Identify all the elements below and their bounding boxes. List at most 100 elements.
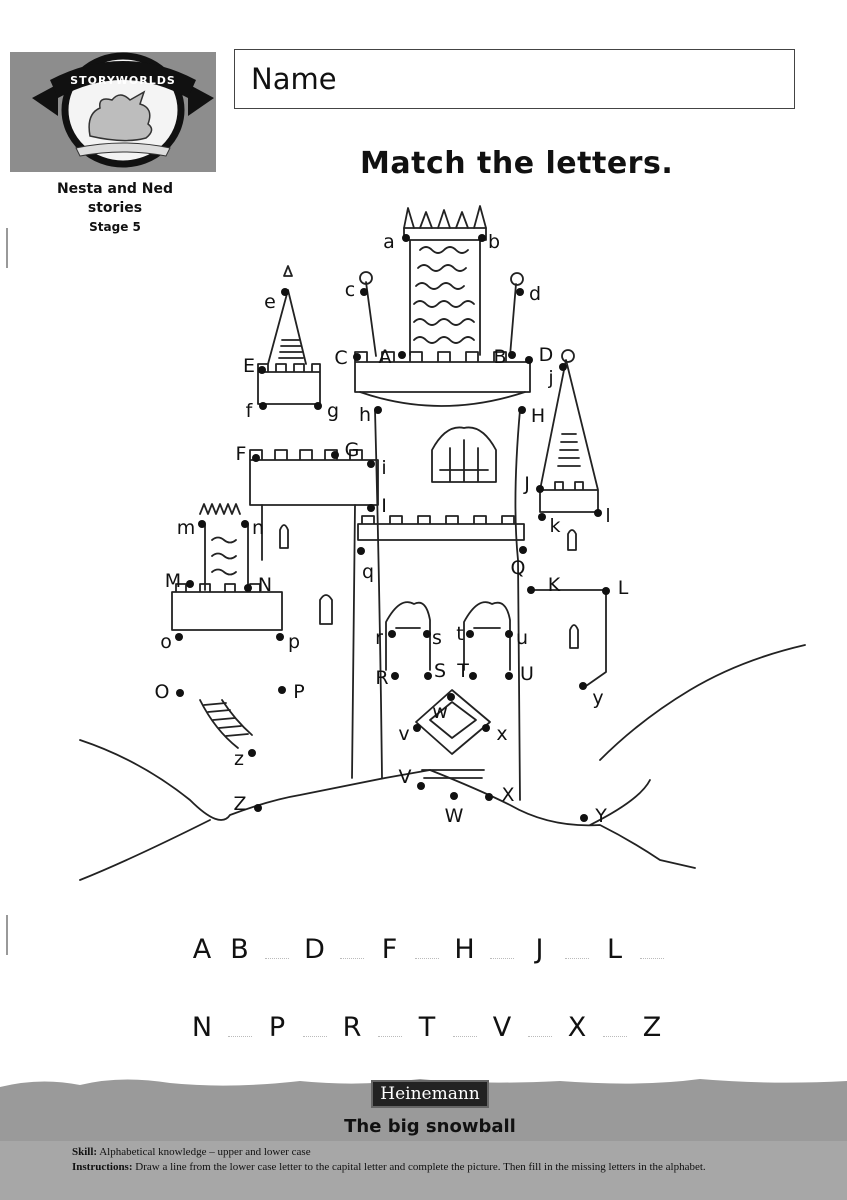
alphabet-blank[interactable] <box>527 1036 552 1037</box>
dot-c[interactable] <box>360 288 368 296</box>
dot-T[interactable] <box>469 672 477 680</box>
dot-label-F: F <box>236 443 247 465</box>
dot-k[interactable] <box>538 513 546 521</box>
dot-N[interactable] <box>244 584 252 592</box>
dot-h[interactable] <box>374 406 382 414</box>
dot-V[interactable] <box>417 782 425 790</box>
dot-label-G: G <box>345 439 360 461</box>
dragon-icon <box>88 90 153 142</box>
alphabet-blank[interactable] <box>265 958 289 959</box>
dot-q[interactable] <box>357 547 365 555</box>
skill-text: Skill: Alphabetical knowledge – upper an… <box>72 1146 311 1158</box>
dot-f[interactable] <box>259 402 267 410</box>
dot-label-r: r <box>375 627 383 649</box>
dot-label-B: B <box>493 346 506 368</box>
dot-D[interactable] <box>525 356 533 364</box>
dot-label-d: d <box>529 283 541 305</box>
alphabet-blank[interactable] <box>490 958 514 959</box>
dot-u[interactable] <box>505 630 513 638</box>
left-tower-body <box>261 504 356 779</box>
dot-n[interactable] <box>241 520 249 528</box>
dot-b[interactable] <box>478 234 486 242</box>
roof-wave <box>359 391 526 407</box>
dot-R[interactable] <box>391 672 399 680</box>
dot-o[interactable] <box>175 633 183 641</box>
dot-S[interactable] <box>424 672 432 680</box>
alphabet-blank[interactable] <box>452 1036 477 1037</box>
dot-p[interactable] <box>276 633 284 641</box>
dot-F[interactable] <box>252 454 260 462</box>
dot-l[interactable] <box>594 509 602 517</box>
edge-mark-bottom <box>6 915 8 955</box>
dot-x[interactable] <box>482 724 490 732</box>
dot-I[interactable] <box>367 504 375 512</box>
alphabet-blank[interactable] <box>415 958 439 959</box>
arched-doors <box>385 601 511 671</box>
alphabet-blank[interactable] <box>565 958 589 959</box>
main-tower-top <box>354 351 531 393</box>
logo-text: STORYWORLDS <box>70 74 176 87</box>
edge-mark-top <box>6 228 8 268</box>
dot-J[interactable] <box>536 485 544 493</box>
dot-j[interactable] <box>559 363 567 371</box>
dot-W[interactable] <box>450 792 458 800</box>
dot-L[interactable] <box>602 587 610 595</box>
alphabet-blank[interactable] <box>340 958 364 959</box>
dot-label-A: A <box>379 346 392 368</box>
dot-Q[interactable] <box>519 546 527 554</box>
alphabet-blank[interactable] <box>377 1036 402 1037</box>
alphabet-blank[interactable] <box>227 1036 252 1037</box>
dot-a[interactable] <box>402 234 410 242</box>
alphabet-blank[interactable] <box>302 1036 327 1037</box>
alphabet-blank[interactable] <box>602 1036 627 1037</box>
dot-t[interactable] <box>466 630 474 638</box>
dot-e[interactable] <box>281 288 289 296</box>
dot-g[interactable] <box>314 402 322 410</box>
dot-label-i: i <box>381 457 386 479</box>
dot-s[interactable] <box>423 630 431 638</box>
dot-y[interactable] <box>579 682 587 690</box>
dot-label-Y: Y <box>594 805 607 827</box>
dot-r[interactable] <box>388 630 396 638</box>
spire-right-pole <box>509 283 517 357</box>
dot-Y[interactable] <box>580 814 588 822</box>
dot-label-f: f <box>246 400 254 422</box>
dot-d[interactable] <box>516 288 524 296</box>
dot-B[interactable] <box>508 351 516 359</box>
storyworlds-logo: STORYWORLDS <box>32 52 214 168</box>
tower-waves <box>413 246 475 344</box>
dot-O[interactable] <box>176 689 184 697</box>
dot-label-I: I <box>381 495 387 517</box>
name-field[interactable]: Name <box>234 49 795 109</box>
window-grid <box>431 426 497 483</box>
dot-E[interactable] <box>258 366 266 374</box>
dot-H[interactable] <box>518 406 526 414</box>
dot-K[interactable] <box>527 586 535 594</box>
dot-C[interactable] <box>353 353 361 361</box>
dot-Z[interactable] <box>254 804 262 812</box>
alphabet-letter: A <box>192 934 212 965</box>
dot-i[interactable] <box>367 460 375 468</box>
instructions-text: Instructions: Draw a line from the lower… <box>72 1161 706 1173</box>
book-title: The big snowball <box>344 1116 516 1137</box>
series-title: Nesta and Ned stories <box>56 181 174 216</box>
dot-label-z: z <box>234 748 244 770</box>
alphabet-letter: V <box>492 1012 512 1043</box>
dot-M[interactable] <box>186 580 194 588</box>
alphabet-letter: T <box>418 1012 436 1043</box>
dot-U[interactable] <box>505 672 513 680</box>
dot-z[interactable] <box>248 749 256 757</box>
dot-w[interactable] <box>447 693 455 701</box>
mid-left-wall <box>249 449 379 506</box>
dot-X[interactable] <box>485 793 493 801</box>
alphabet-letter: H <box>454 934 475 965</box>
dot-label-E: E <box>243 355 255 377</box>
dot-v[interactable] <box>413 724 421 732</box>
dot-P[interactable] <box>278 686 286 694</box>
alphabet-blank[interactable] <box>640 958 664 959</box>
dot-A[interactable] <box>398 351 406 359</box>
dot-m[interactable] <box>198 520 206 528</box>
dot-G[interactable] <box>331 451 339 459</box>
instructions-label: Instructions: <box>72 1161 133 1173</box>
dot-label-s: s <box>432 627 442 649</box>
